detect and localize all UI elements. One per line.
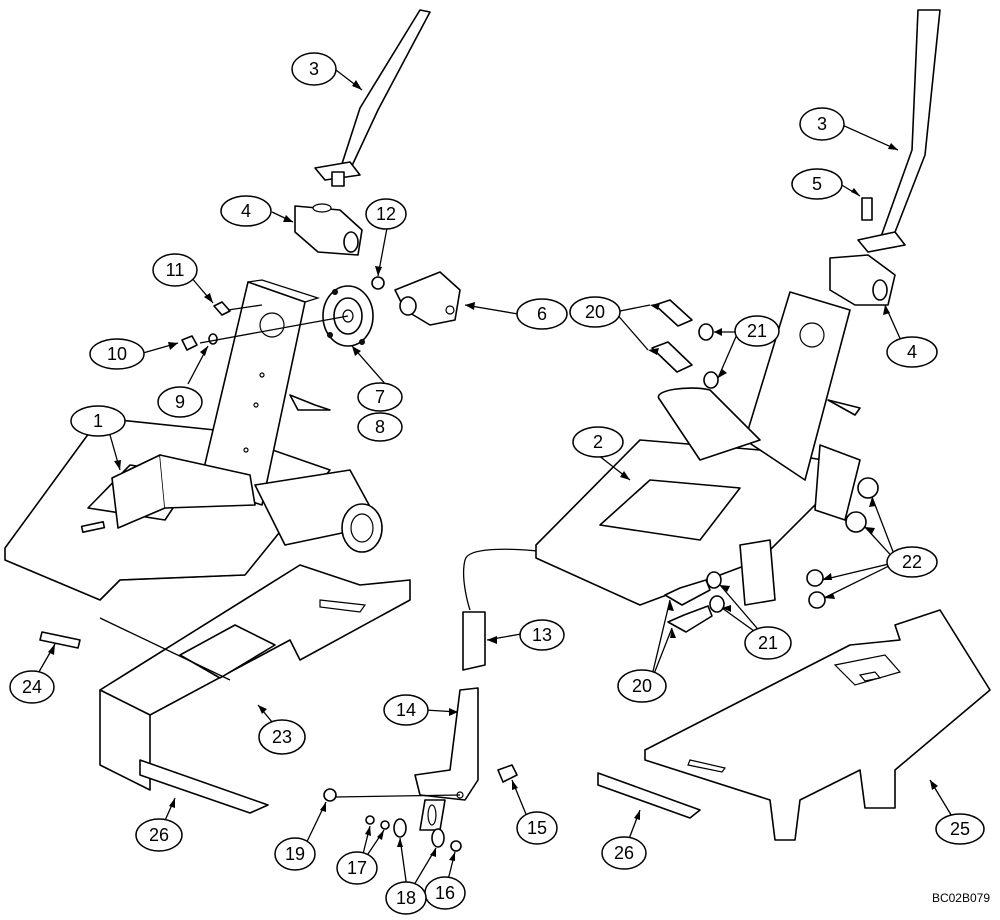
callout-label: 8	[375, 417, 385, 437]
callout-label: 2	[593, 432, 603, 452]
callout: 12	[365, 198, 407, 230]
callout-label: 3	[817, 114, 827, 134]
callout: 5	[791, 168, 843, 200]
callout-label: 20	[632, 676, 652, 696]
callout-label: 12	[376, 204, 396, 224]
callout: 15	[516, 811, 558, 845]
callout-label: 16	[435, 883, 455, 903]
callout-label: 7	[375, 387, 385, 407]
bolts-20-lower	[664, 579, 713, 633]
pedal-14	[334, 687, 479, 831]
callout: 23	[258, 719, 306, 755]
callout: 8	[357, 412, 403, 442]
callout: 6	[516, 298, 568, 330]
callout: 24	[9, 670, 55, 704]
callout-label: 20	[585, 302, 605, 322]
callout: 3	[291, 52, 337, 86]
callout-label: 10	[107, 344, 127, 364]
bolt-5	[861, 197, 873, 221]
callout-label: 26	[614, 843, 634, 863]
callout-label: 3	[309, 59, 319, 79]
lever-3-left	[314, 9, 431, 187]
callout-label: 4	[241, 201, 251, 221]
callout: 2	[572, 426, 624, 458]
bolts-20-upper	[651, 299, 693, 373]
callout: 21	[744, 626, 792, 660]
bolt-15	[497, 764, 518, 783]
callout-label: 19	[285, 844, 305, 864]
callout-label: 5	[812, 174, 822, 194]
callout-label: 21	[747, 321, 767, 341]
callout: 9	[157, 386, 203, 418]
callout: 3	[799, 107, 845, 141]
figure-id: BC02B079	[932, 891, 990, 905]
bolt-10	[181, 335, 198, 351]
callout: 18	[385, 881, 427, 915]
strip-24	[39, 631, 81, 649]
callout: 20	[617, 669, 667, 703]
callout: 7	[357, 382, 403, 412]
washer-9	[208, 333, 218, 345]
callout: 21	[734, 315, 780, 347]
washer-18	[393, 818, 445, 848]
callout-label: 23	[272, 727, 292, 747]
callout: 26	[135, 818, 183, 852]
strip-26-right	[597, 772, 701, 819]
callout-label: 13	[532, 625, 552, 645]
callout-label: 15	[527, 818, 547, 838]
right-frame-2	[535, 291, 861, 606]
callout-label: 22	[902, 552, 922, 572]
callout-label: 18	[396, 888, 416, 908]
callout-label: 21	[758, 633, 778, 653]
callout: 14	[383, 694, 429, 726]
right-lever-3	[857, 9, 941, 253]
callout: 16	[424, 876, 466, 910]
leader-arrowheads	[48, 80, 938, 861]
yoke-6	[394, 271, 461, 326]
callout: 1	[70, 405, 126, 437]
callout: 4	[220, 195, 272, 227]
floor-plate-23	[99, 564, 411, 791]
callout: 25	[935, 813, 985, 845]
left-bracket-plate	[111, 454, 256, 529]
callout-label: 6	[537, 304, 547, 324]
callout: 26	[601, 836, 647, 870]
callout-label: 1	[93, 411, 103, 431]
callout-label: 11	[166, 260, 185, 280]
washers-21-lower	[706, 571, 725, 613]
nut-17	[365, 815, 390, 830]
callout: 22	[886, 546, 938, 578]
bushing-4-right	[829, 254, 896, 306]
nuts-22	[806, 477, 879, 609]
bushing-4-left	[294, 203, 363, 256]
floor-plate-25	[644, 609, 991, 841]
nut-12	[371, 276, 385, 290]
callout-label: 9	[175, 392, 185, 412]
callout: 10	[89, 338, 145, 370]
callout-label: 17	[347, 858, 367, 878]
callout-label: 4	[907, 342, 917, 362]
callout: 19	[274, 837, 316, 871]
callout: 13	[519, 619, 565, 651]
callout-label: 24	[22, 677, 42, 697]
nut-19	[323, 788, 337, 802]
callout-label: 25	[950, 819, 970, 839]
strip-26-left	[139, 759, 269, 814]
callout: 11	[152, 253, 198, 287]
callout-label: 14	[396, 700, 416, 720]
callout: 4	[886, 336, 938, 368]
callout: 17	[336, 851, 378, 885]
washers-21-upper	[698, 323, 719, 389]
callout-label: 26	[149, 825, 169, 845]
left-tube	[254, 469, 383, 553]
callout: 20	[569, 296, 621, 328]
nut-16	[450, 840, 462, 852]
pad-13	[462, 611, 486, 671]
bolt-11	[213, 301, 263, 316]
